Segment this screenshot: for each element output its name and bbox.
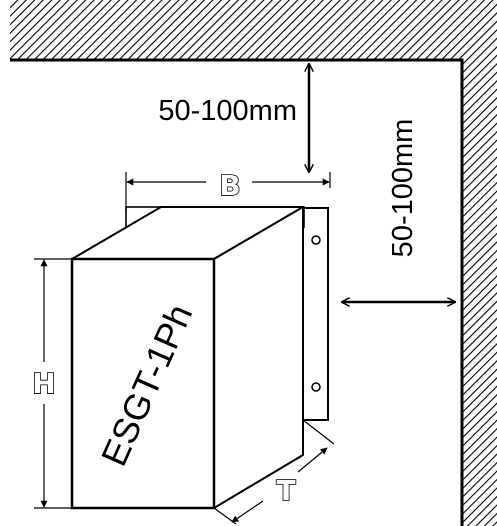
wall-surface-line: [10, 58, 464, 526]
wall-hatching: [10, 0, 497, 526]
mounting-hole-top: [311, 235, 321, 245]
depth-label: T: [276, 474, 295, 507]
height-label: H: [32, 367, 55, 400]
mounting-plate: [302, 207, 329, 421]
top-clearance-label: 50-100mm: [158, 95, 297, 127]
top-clearance-dimension: 50-100mm: [158, 64, 309, 172]
enclosure-front-face: [70, 257, 216, 510]
depth-dimension: T: [213, 419, 335, 525]
side-clearance-dimension: 50-100mm: [342, 119, 455, 302]
depth-arrow-top: [297, 447, 328, 473]
enclosure: ESGT-1Ph: [70, 206, 304, 510]
side-clearance-label: 50-100mm: [387, 119, 419, 258]
width-label: B: [219, 169, 240, 202]
height-dimension: H: [31, 258, 72, 509]
mounting-hole-bottom: [311, 382, 321, 392]
width-dimension: B: [125, 168, 331, 212]
depth-arrow-bottom: [231, 500, 264, 523]
wall: [10, 0, 497, 526]
depth-ext-top: [302, 419, 335, 445]
enclosure-side-face: [213, 206, 304, 509]
